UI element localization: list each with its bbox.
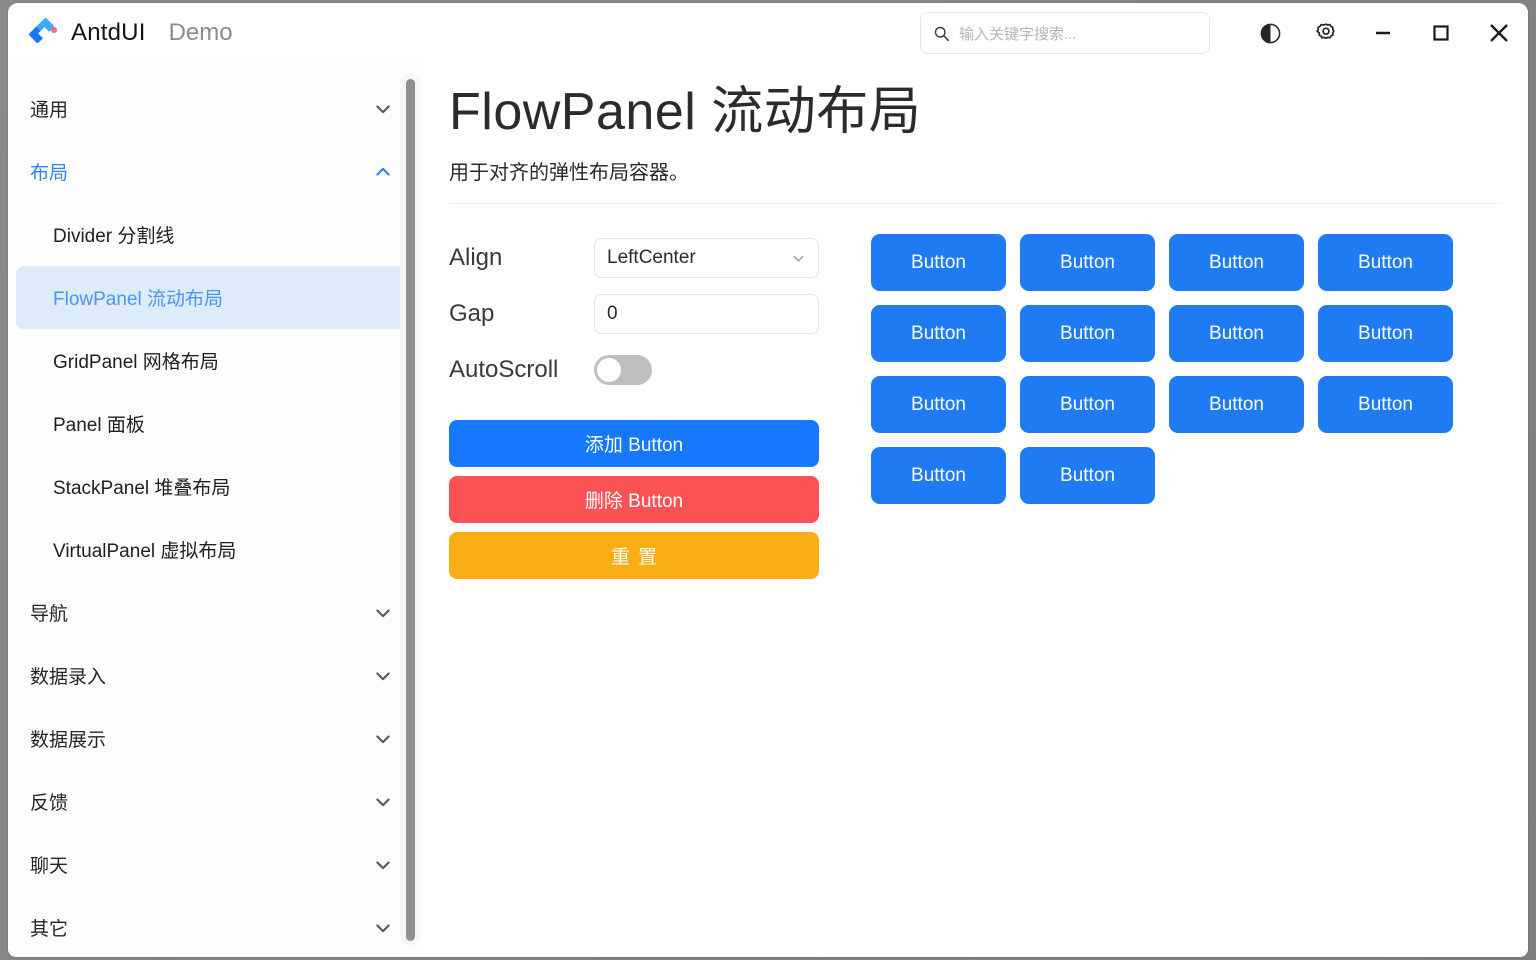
chevron-down-icon [376,608,390,617]
app-subtitle: Demo [168,19,233,46]
sidebar: 通用 布局 Divider 分割线 FlowPanel 流动布局 GridPanel… [8,63,423,957]
titlebar-right-group: 输入关键字搜索... [920,3,1528,63]
flow-button-1[interactable]: Button [871,234,1006,292]
flow-button-6[interactable]: Button [1020,305,1155,363]
gear-icon [1316,23,1335,40]
flow-button-5[interactable]: Button [871,305,1006,363]
sidebar-group-8[interactable]: 其它 [8,896,423,957]
align-value: LeftCenter [607,247,696,269]
page-description: 用于对齐的弹性布局容器。 [449,162,689,185]
sidebar-item-label: Divider 分割线 [53,226,175,247]
action-button-3[interactable]: 重置 [449,532,819,580]
sidebar-item-label: VirtualPanel 虚拟布局 [53,541,237,562]
autoscroll-toggle[interactable] [594,355,652,386]
action-button-2[interactable]: 删除 Button [449,476,819,524]
sidebar-group-7[interactable]: 聊天 [8,833,423,896]
antd-logo-icon [28,17,58,47]
gap-label: Gap [449,300,495,328]
sidebar-item-2-5[interactable]: StackPanel 堆叠布局 [16,455,415,518]
flow-button-13[interactable]: Button [871,447,1006,505]
flow-button-12[interactable]: Button [1318,376,1453,434]
gap-row: Gap 0 [449,286,819,342]
flow-button-8[interactable]: Button [1318,305,1453,363]
app-brand: AntdUI Demo [28,17,233,47]
flow-button-2[interactable]: Button [1020,234,1155,292]
app-window: AntdUI Demo 输入关键字搜索... [8,3,1528,957]
app-title: AntdUI [71,19,146,46]
sidebar-scrollbar[interactable] [400,73,420,945]
gap-input[interactable]: 0 [594,294,819,335]
page-title: FlowPanel 流动布局 [449,83,922,141]
sidebar-item-2-2[interactable]: FlowPanel 流动布局 [16,266,415,329]
sidebar-item-label: FlowPanel 流动布局 [53,289,223,310]
sidebar-group-label: 导航 [30,604,69,625]
header-divider [449,203,1502,205]
sidebar-group-label: 布局 [30,163,69,184]
flow-button-11[interactable]: Button [1169,376,1304,434]
action-buttons: 添加 Button 删除 Button 重置 [449,420,819,580]
search-icon [934,26,950,41]
sidebar-menu: 通用 布局 Divider 分割线 FlowPanel 流动布局 GridPanel… [8,63,423,957]
sidebar-group-label: 聊天 [30,856,69,877]
chevron-down-icon [376,923,390,932]
chevron-down-icon [376,671,390,680]
autoscroll-label: AutoScroll [449,356,559,384]
sidebar-group-6[interactable]: 反馈 [8,770,423,833]
sidebar-group-label: 数据录入 [30,667,107,688]
sidebar-item-2-4[interactable]: Panel 面板 [16,392,415,455]
chevron-down-icon [376,104,390,113]
sidebar-group-3[interactable]: 导航 [8,581,423,644]
align-label: Align [449,244,503,272]
action-button-1[interactable]: 添加 Button [449,420,819,468]
sidebar-item-label: Panel 面板 [53,415,145,436]
flow-button-7[interactable]: Button [1169,305,1304,363]
sidebar-item-2-1[interactable]: Divider 分割线 [16,203,415,266]
title-bar: AntdUI Demo 输入关键字搜索... [8,3,1528,63]
flow-button-10[interactable]: Button [1020,376,1155,434]
sidebar-group-label: 通用 [30,100,69,121]
search-placeholder: 输入关键字搜索... [959,25,1077,43]
flow-button-9[interactable]: Button [871,376,1006,434]
window-body: 通用 布局 Divider 分割线 FlowPanel 流动布局 GridPanel… [8,63,1528,957]
maximize-button[interactable] [1412,3,1470,63]
close-button[interactable] [1470,3,1528,63]
sidebar-item-2-3[interactable]: GridPanel 网格布局 [16,329,415,392]
sidebar-item-2-6[interactable]: VirtualPanel 虚拟布局 [16,518,415,581]
close-icon [1490,24,1508,42]
minimize-icon [1376,31,1390,35]
sidebar-group-1[interactable]: 通用 [8,77,423,140]
sidebar-item-label: StackPanel 堆叠布局 [53,478,231,499]
theme-toggle-button[interactable] [1242,3,1298,63]
chevron-down-icon [376,797,390,806]
sidebar-group-label: 反馈 [30,793,69,814]
flow-button-3[interactable]: Button [1169,234,1304,292]
chevron-down-icon [376,734,390,743]
sidebar-group-2[interactable]: 布局 [8,140,423,203]
contrast-theme-icon [1260,23,1280,43]
align-row: Align LeftCenter [449,230,819,286]
sidebar-item-label: GridPanel 网格布局 [53,352,219,373]
sidebar-scrollbar-thumb[interactable] [406,79,415,941]
maximize-icon [1433,25,1449,41]
controls-column: Align LeftCenter Gap 0 [449,230,819,580]
sidebar-group-5[interactable]: 数据展示 [8,707,423,770]
minimize-button[interactable] [1354,3,1412,63]
flow-button-14[interactable]: Button [1020,447,1155,505]
chevron-up-icon [376,167,390,176]
demo-content: Align LeftCenter Gap 0 [449,204,1502,580]
chevron-down-icon [376,860,390,869]
chevron-down-icon [793,255,804,262]
sidebar-group-label: 数据展示 [30,730,107,751]
align-select[interactable]: LeftCenter [594,238,819,279]
gap-value: 0 [607,303,618,325]
autoscroll-row: AutoScroll [449,342,819,398]
settings-button[interactable] [1298,3,1354,63]
main-content: FlowPanel 流动布局 用于对齐的弹性布局容器。 Align LeftCe… [423,63,1528,957]
sidebar-group-label: 其它 [30,919,69,940]
search-input[interactable]: 输入关键字搜索... [920,12,1210,54]
flow-button-4[interactable]: Button [1318,234,1453,292]
sidebar-group-4[interactable]: 数据录入 [8,644,423,707]
toggle-knob [597,358,621,383]
